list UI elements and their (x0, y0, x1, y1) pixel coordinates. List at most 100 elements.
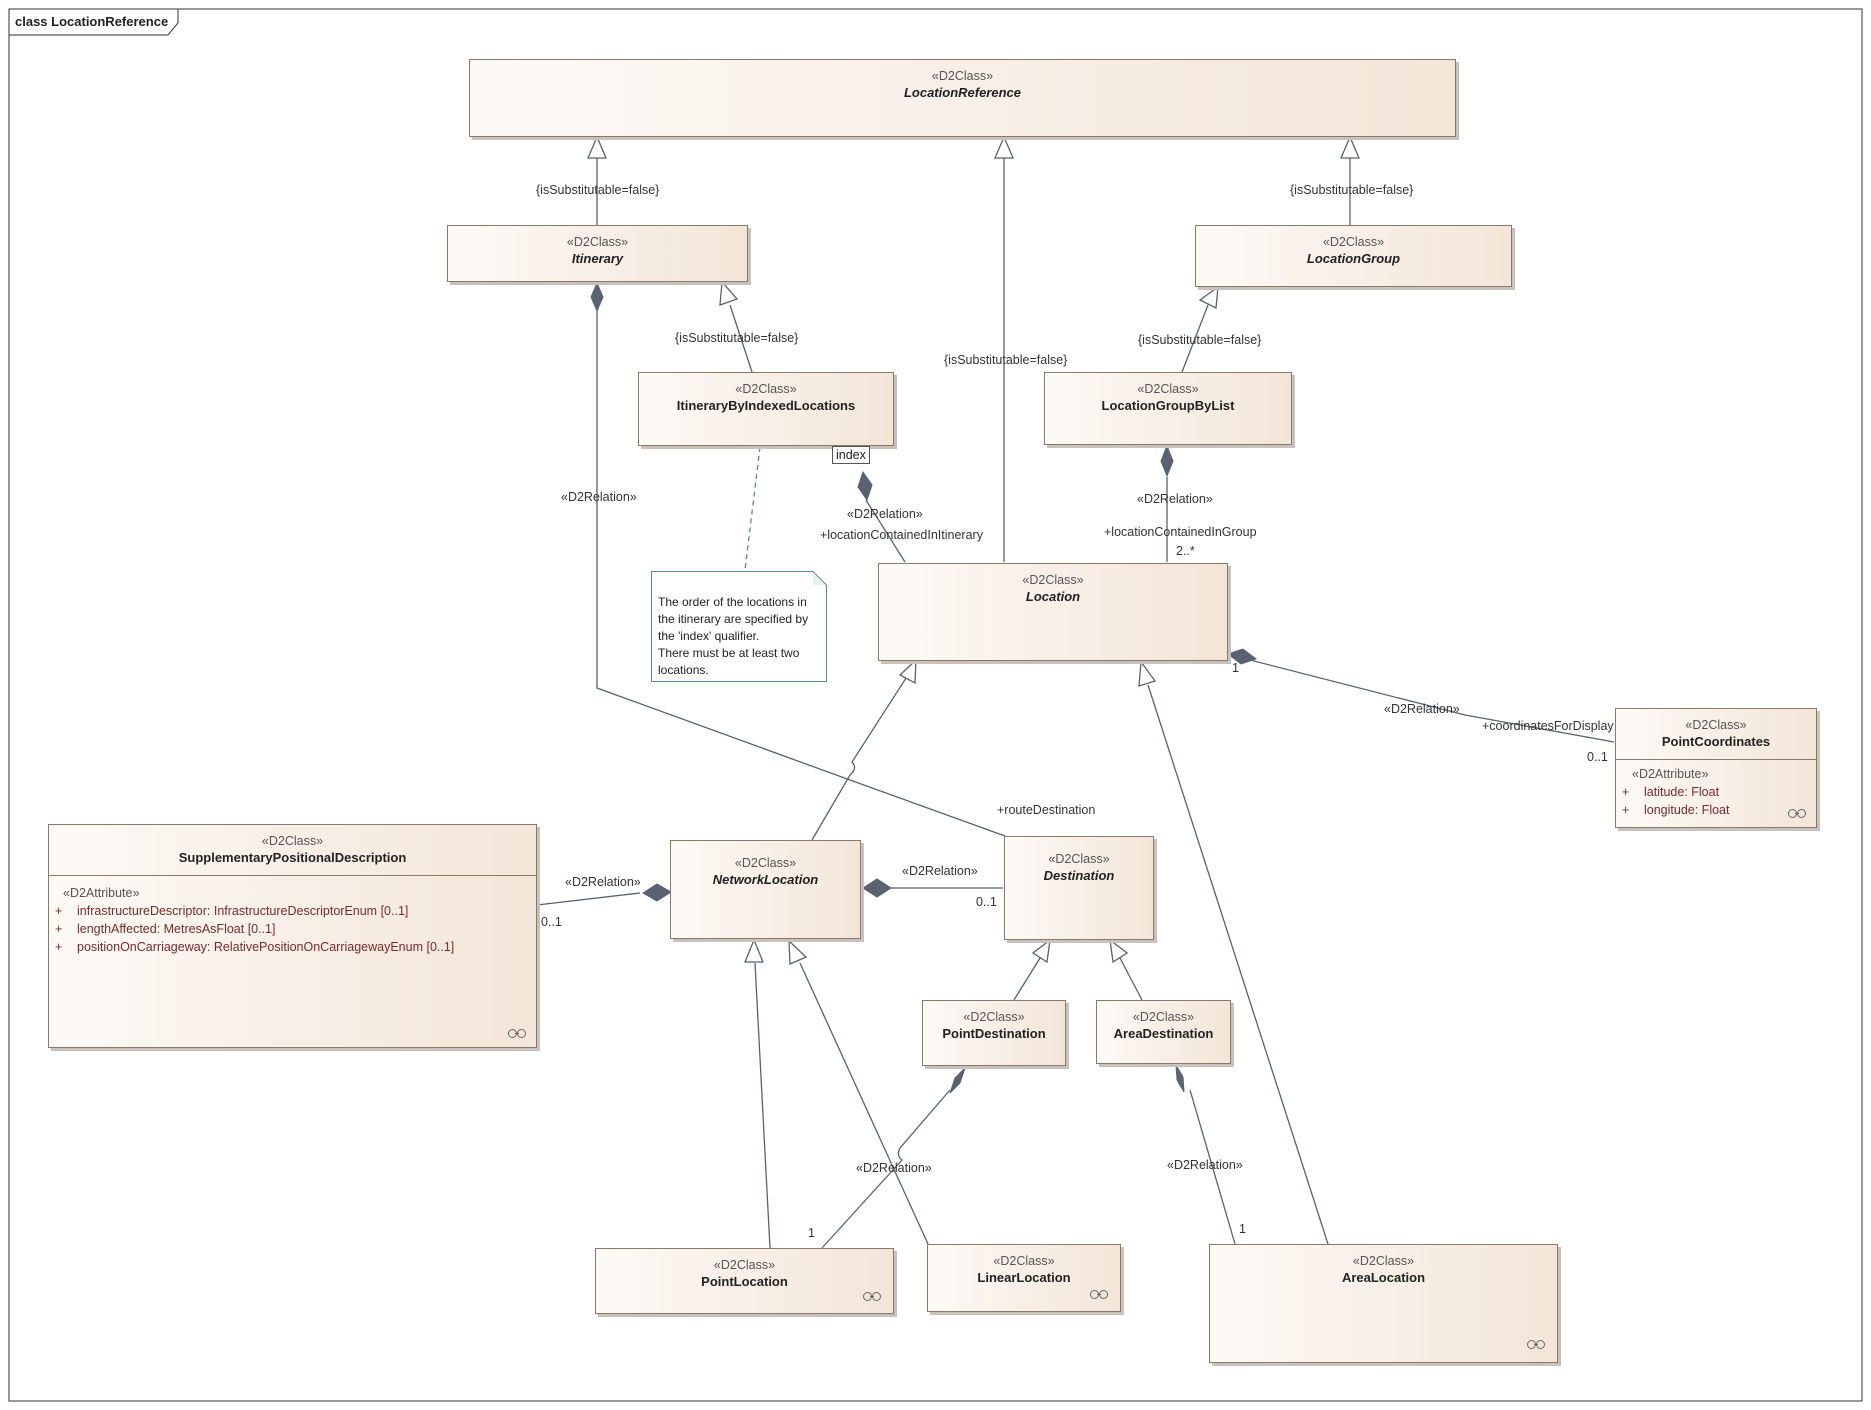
class-name: PointLocation (701, 1274, 788, 1289)
class-stereotype: «D2Class» (993, 1254, 1055, 1268)
class-area-location[interactable]: «D2Class» AreaLocation (1209, 1244, 1558, 1363)
class-stereotype: «D2Class» (735, 382, 797, 396)
diagram-frame (8, 8, 1863, 1402)
attribute-visibility: + (55, 904, 63, 918)
attribute-row: +positionOnCarriageway: RelativePosition… (55, 938, 536, 956)
class-destination[interactable]: «D2Class» Destination (1004, 836, 1154, 940)
class-network-location[interactable]: «D2Class» NetworkLocation (670, 840, 861, 939)
note-line: the 'index' qualifier. (658, 629, 760, 643)
attribute-visibility: + (1622, 803, 1630, 817)
note-line: locations. (658, 663, 709, 677)
note-line: There must be at least two (658, 646, 800, 660)
composition-diamond-location (1226, 648, 1258, 665)
class-name: LocationGroupByList (1101, 398, 1235, 413)
class-stereotype: «D2Class» (1352, 1254, 1415, 1268)
class-name: Location (1025, 589, 1081, 604)
attribute-row: + lengthAffected: MetresAsFloat [0..1] (55, 920, 536, 938)
class-name: Itinerary (571, 251, 624, 266)
frame-title-tab (9, 9, 179, 36)
gen-pointdestination-line (1013, 957, 1041, 1001)
gen-group-bylist-line (1181, 304, 1209, 373)
class-name: LocationReference (903, 85, 1022, 100)
areadestination-relation (1189, 1089, 1236, 1245)
class-name: LocationGroup (1306, 251, 1401, 266)
class-stereotype: «D2Class» (1048, 852, 1110, 866)
coordinates-relation (1249, 659, 1615, 743)
gen-pointlocation-line (754, 962, 771, 1249)
class-name: LinearLocation (977, 1270, 1071, 1285)
label-substitutable-itinerary: {isSubstitutable=false} (536, 183, 660, 197)
label-role-location-itinerary: +locationContainedInItinerary (820, 528, 983, 542)
attribute-stereotype: «D2Attribute» (1632, 767, 1709, 781)
frame-title: class LocationReference (15, 14, 169, 29)
class-stereotype: «D2Class» (1322, 235, 1385, 249)
class-area-destination[interactable]: «D2Class» AreaDestination (1096, 1000, 1231, 1064)
linked-element-icon (1788, 809, 1806, 818)
gen-arrow-networklocation (898, 658, 917, 685)
composition-diamond-network-dest (862, 878, 892, 898)
note-anchor-line (744, 446, 761, 571)
qualifier-index: index (832, 446, 870, 464)
label-relation-areadestination: «D2Relation» (1167, 1158, 1243, 1172)
class-location-reference[interactable]: «D2Class» LocationReference (469, 59, 1456, 137)
class-location-group-by-list[interactable]: «D2Class» LocationGroupByList (1044, 372, 1292, 445)
label-role-route-destination: +routeDestination (997, 803, 1096, 817)
label-mult-coords: 0..1 (1587, 750, 1608, 764)
gen-arrow-group-bylist (1198, 285, 1219, 310)
label-mult-group: 2..* (1176, 544, 1195, 558)
label-relation-group: «D2Relation» (1137, 492, 1213, 506)
itinerary-location-relation (865, 499, 906, 563)
composition-diamond-index (857, 470, 873, 502)
class-stereotype: «D2Class» (1132, 1010, 1195, 1024)
composition-diamond-group (1160, 444, 1174, 478)
class-point-destination[interactable]: «D2Class» PointDestination (922, 1000, 1066, 1066)
composition-diamond-pointdest (949, 1067, 966, 1094)
class-supplementary-positional-description[interactable]: «D2Class» SupplementaryPositionalDescrip… (48, 824, 537, 1048)
label-substitutable-locationgroup: {isSubstitutable=false} (1290, 183, 1414, 197)
gen-arrow-locationgroup (1340, 135, 1360, 159)
gen-arrow-linearlocation (788, 939, 808, 965)
class-point-coordinates[interactable]: «D2Class» PointCoordinates «D2Attribute»… (1615, 708, 1817, 828)
label-relation-route: «D2Relation» (561, 490, 637, 504)
gen-areadestination-line (1119, 957, 1143, 1001)
gen-networklocation-line (811, 674, 909, 841)
route-destination-relation (596, 310, 1006, 837)
class-stereotype: «D2Class» (734, 856, 797, 870)
gen-arrow-arealocation (1138, 660, 1157, 687)
label-relation-supplementary: «D2Relation» (565, 875, 641, 889)
attribute-stereotype: «D2Attribute» (63, 886, 140, 900)
class-stereotype: «D2Class» (713, 1258, 776, 1272)
label-mult-destination: 0..1 (976, 895, 997, 909)
gen-arrow-itinerary (587, 135, 607, 159)
linked-element-icon (1527, 1340, 1545, 1349)
pointdestination-relation (821, 1089, 951, 1249)
label-role-location-group: +locationContainedInGroup (1104, 525, 1257, 539)
class-location[interactable]: «D2Class» Location (878, 563, 1228, 661)
label-substitutable-location: {isSubstitutable=false} (944, 353, 1068, 367)
attribute-list: «D2Attribute» +latitude: Float +longitud… (1616, 760, 1816, 819)
attribute-visibility: + (1622, 785, 1630, 799)
gen-arrow-pointlocation (744, 938, 764, 963)
class-name: NetworkLocation (712, 872, 819, 887)
attribute-visibility: + (55, 922, 63, 936)
composition-diamond-areadest (1175, 1064, 1185, 1093)
class-linear-location[interactable]: «D2Class» LinearLocation (927, 1244, 1121, 1312)
class-itinerary[interactable]: «D2Class» Itinerary (447, 225, 748, 282)
linked-element-icon (1090, 1290, 1108, 1299)
note-line: The order of the locations in (658, 595, 807, 609)
class-location-group[interactable]: «D2Class» LocationGroup (1195, 225, 1512, 287)
gen-arrow-itinerary-indexed (719, 280, 739, 306)
class-attribute-separator (49, 875, 536, 876)
attribute-text: positionOnCarriageway: RelativePositionO… (77, 940, 455, 954)
class-itinerary-by-indexed-locations[interactable]: «D2Class» ItineraryByIndexedLocations (638, 372, 894, 446)
label-mult-supplementary: 0..1 (541, 915, 562, 929)
note-line: the itinerary are specified by (658, 612, 809, 626)
class-point-location[interactable]: «D2Class» PointLocation (595, 1248, 894, 1314)
attribute-row: +infrastructureDescriptor: Infrastructur… (55, 902, 536, 920)
class-stereotype: «D2Class» (963, 1010, 1025, 1024)
label-mult-location-coords: 1 (1232, 661, 1239, 675)
attribute-text: longitude: Float (1644, 803, 1730, 817)
class-name: AreaLocation (1341, 1270, 1426, 1285)
attribute-text: lengthAffected: MetresAsFloat [0..1] (77, 922, 276, 936)
